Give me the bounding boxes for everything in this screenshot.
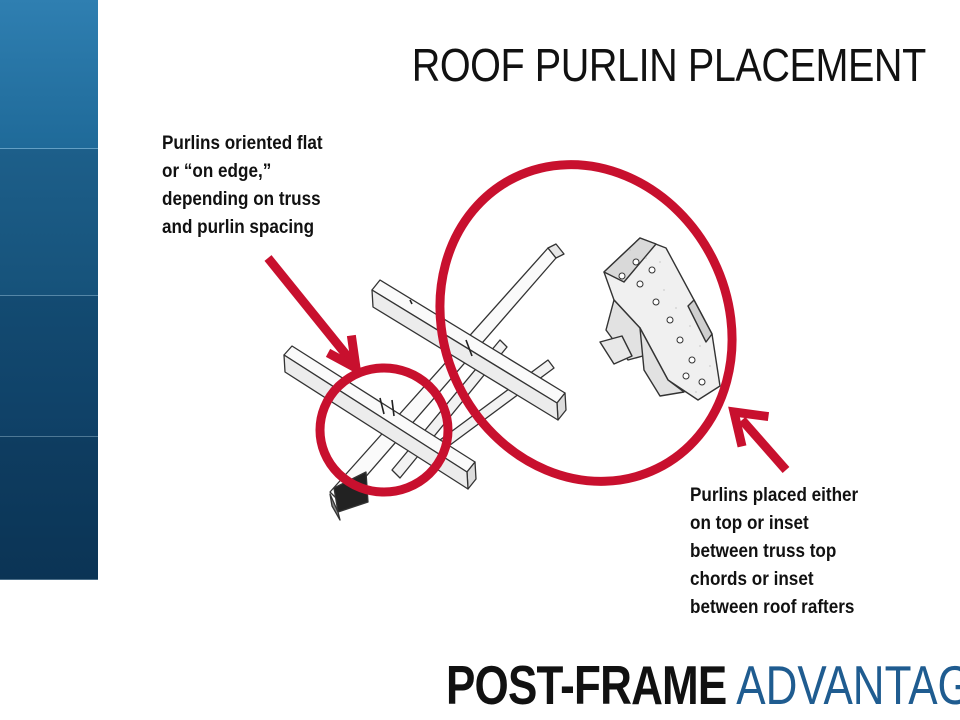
arrow-left-head — [325, 334, 362, 377]
brand-logo: POST-FRAME ADVANTAGE — [446, 650, 960, 720]
note-right-line: between truss top — [690, 541, 837, 562]
sidebar-segment — [0, 149, 98, 296]
sidebar-segment — [0, 437, 98, 580]
arrow-right-shaft — [738, 417, 790, 473]
note-left-line: or “on edge,” — [162, 161, 272, 182]
note-right: Purlins placed either on top or inset be… — [690, 482, 858, 622]
note-left-line: Purlins oriented flat — [162, 133, 323, 154]
note-left-line: and purlin spacing — [162, 217, 315, 238]
brand-logo-light: ADVANTAGE — [736, 654, 960, 716]
brand-logo-bold: POST-FRAME — [446, 654, 727, 716]
note-left-line: depending on truss — [162, 189, 321, 210]
note-right-line: Purlins placed either — [690, 485, 859, 506]
sidebar-segment — [0, 0, 98, 149]
heel-block — [333, 471, 369, 513]
slide-title: ROOF PURLIN PLACEMENT — [411, 39, 927, 91]
note-right-line: chords or inset — [690, 569, 814, 590]
note-right-line: on top or inset — [690, 513, 809, 534]
highlight-group — [264, 160, 790, 497]
arrow-right-head — [728, 406, 770, 448]
highlight-circle-small — [315, 363, 453, 497]
arrow-left-shaft — [264, 255, 356, 365]
note-left: Purlins oriented flat or “on edge,” depe… — [162, 130, 323, 242]
highlight-circle-large — [435, 160, 737, 486]
note-right-line: between roof rafters — [690, 597, 855, 618]
sidebar-bar — [0, 0, 98, 720]
sidebar-segment — [0, 296, 98, 437]
